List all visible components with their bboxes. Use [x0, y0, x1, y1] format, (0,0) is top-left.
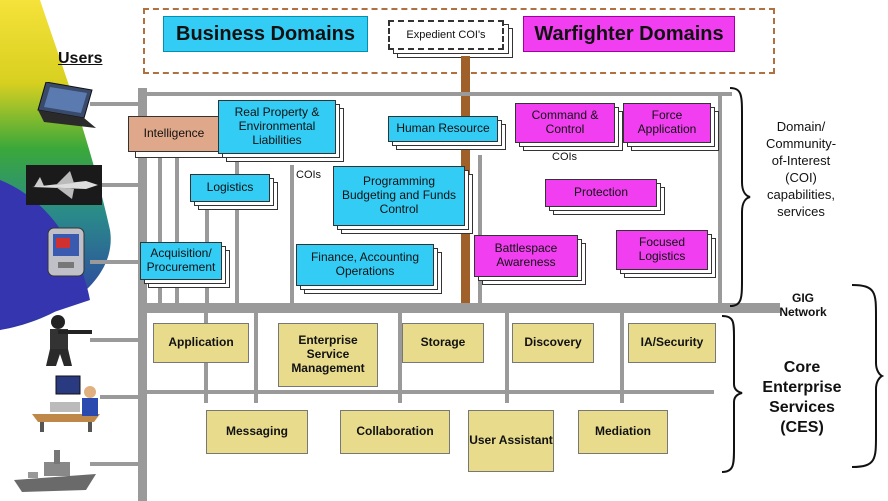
esm-box[interactable]: Enterprise Service Management — [278, 323, 378, 387]
finance-label: Finance, Accounting Operations — [310, 250, 420, 278]
warfighter-domains-label: Warfighter Domains — [534, 22, 724, 45]
programming-box[interactable]: Programming Budgeting and Funds Control — [333, 166, 465, 226]
intelligence-box[interactable]: Intelligence — [128, 116, 220, 152]
drop-4 — [235, 150, 239, 305]
ia-security-box[interactable]: IA/Security — [628, 323, 716, 363]
application-label: Application — [168, 335, 234, 350]
logistics-label: Logistics — [206, 180, 254, 195]
warship-icon[interactable] — [14, 444, 96, 498]
aircraft-icon[interactable] — [26, 165, 102, 205]
command-control-label: Command & Control — [531, 108, 599, 136]
collaboration-box[interactable]: Collaboration — [340, 410, 450, 454]
real-property-label: Real Property & Environmental Liabilitie… — [234, 105, 320, 147]
soldier-icon[interactable] — [38, 312, 94, 368]
expedient-cois-label: Expedient COI's — [406, 28, 486, 41]
application-box[interactable]: Application — [153, 323, 249, 363]
force-application-label: Force Application — [637, 108, 697, 136]
users-label: Users — [58, 50, 103, 67]
mediation-box[interactable]: Mediation — [578, 410, 668, 454]
programming-label: Programming Budgeting and Funds Control — [341, 174, 457, 216]
coi-capabilities-label: Domain/ Community- of-Interest (COI) cap… — [765, 119, 837, 219]
messaging-box[interactable]: Messaging — [206, 410, 308, 454]
discovery-label: Discovery — [524, 335, 582, 350]
drop-5 — [290, 165, 294, 305]
protection-box[interactable]: Protection — [545, 179, 657, 207]
gig-network-bar — [138, 303, 780, 313]
business-domains-box[interactable]: Business Domains — [163, 16, 368, 52]
user-assistant-label: User Assistant — [469, 433, 553, 448]
expedient-cois-box[interactable]: Expedient COI's — [388, 20, 504, 50]
cois-right-label: COIs — [552, 151, 578, 163]
force-application-box[interactable]: Force Application — [623, 103, 711, 143]
cois-left-label: COIs — [296, 169, 322, 181]
battlespace-box[interactable]: Battlespace Awareness — [474, 235, 578, 277]
intelligence-label: Intelligence — [143, 126, 205, 141]
ia-security-label: IA/Security — [640, 335, 704, 350]
ces-bar — [142, 390, 714, 394]
business-domains-label: Business Domains — [176, 22, 355, 45]
esm-label: Enterprise Service Management — [291, 333, 365, 375]
ces-drop-4 — [505, 313, 509, 403]
battlespace-label: Battlespace Awareness — [494, 241, 558, 269]
storage-label: Storage — [420, 335, 466, 350]
collaboration-label: Collaboration — [356, 424, 434, 439]
storage-box[interactable]: Storage — [402, 323, 484, 363]
acquisition-label: Acquisition/ Procurement — [146, 246, 216, 274]
ces-drop-2 — [254, 313, 258, 403]
core-enterprise-label: Core Enterprise Services (CES) — [762, 359, 842, 436]
ces-drop-3 — [398, 313, 402, 403]
command-control-box[interactable]: Command & Control — [515, 103, 615, 143]
acquisition-box[interactable]: Acquisition/ Procurement — [140, 242, 222, 280]
logistics-box[interactable]: Logistics — [190, 174, 270, 202]
handheld-device-icon[interactable] — [46, 226, 86, 278]
user-assistant-box[interactable]: User Assistant — [468, 410, 554, 472]
desk-operator-icon[interactable] — [30, 374, 102, 434]
user-bus — [138, 88, 147, 501]
user-link-3 — [90, 260, 140, 264]
mediation-label: Mediation — [595, 424, 651, 439]
ces-brace — [721, 315, 743, 473]
drop-1 — [158, 140, 162, 305]
real-property-box[interactable]: Real Property & Environmental Liabilitie… — [218, 100, 336, 154]
coi-brace — [729, 87, 751, 307]
finance-box[interactable]: Finance, Accounting Operations — [296, 244, 434, 286]
user-link-1 — [90, 102, 140, 106]
human-resource-label: Human Resource — [396, 121, 490, 136]
user-link-4 — [90, 338, 140, 342]
domain-top-bus — [142, 92, 732, 96]
protection-label: Protection — [573, 185, 629, 200]
header-frame — [143, 8, 775, 74]
focused-logistics-label: Focused Logistics — [638, 235, 686, 263]
user-link-6 — [90, 462, 140, 466]
user-link-5 — [100, 395, 140, 399]
focused-logistics-box[interactable]: Focused Logistics — [616, 230, 708, 270]
warfighter-domains-box[interactable]: Warfighter Domains — [523, 16, 735, 52]
messaging-label: Messaging — [225, 424, 288, 439]
gig-network-label: GIG Network — [779, 291, 827, 319]
human-resource-box[interactable]: Human Resource — [388, 116, 498, 142]
ces-drop-5 — [620, 313, 624, 403]
drop-2 — [175, 140, 179, 305]
laptop-icon[interactable] — [34, 82, 100, 132]
user-link-2 — [100, 183, 140, 187]
discovery-box[interactable]: Discovery — [512, 323, 594, 363]
drop-7 — [478, 155, 482, 305]
drop-6 — [718, 96, 722, 304]
gig-brace — [851, 284, 884, 468]
